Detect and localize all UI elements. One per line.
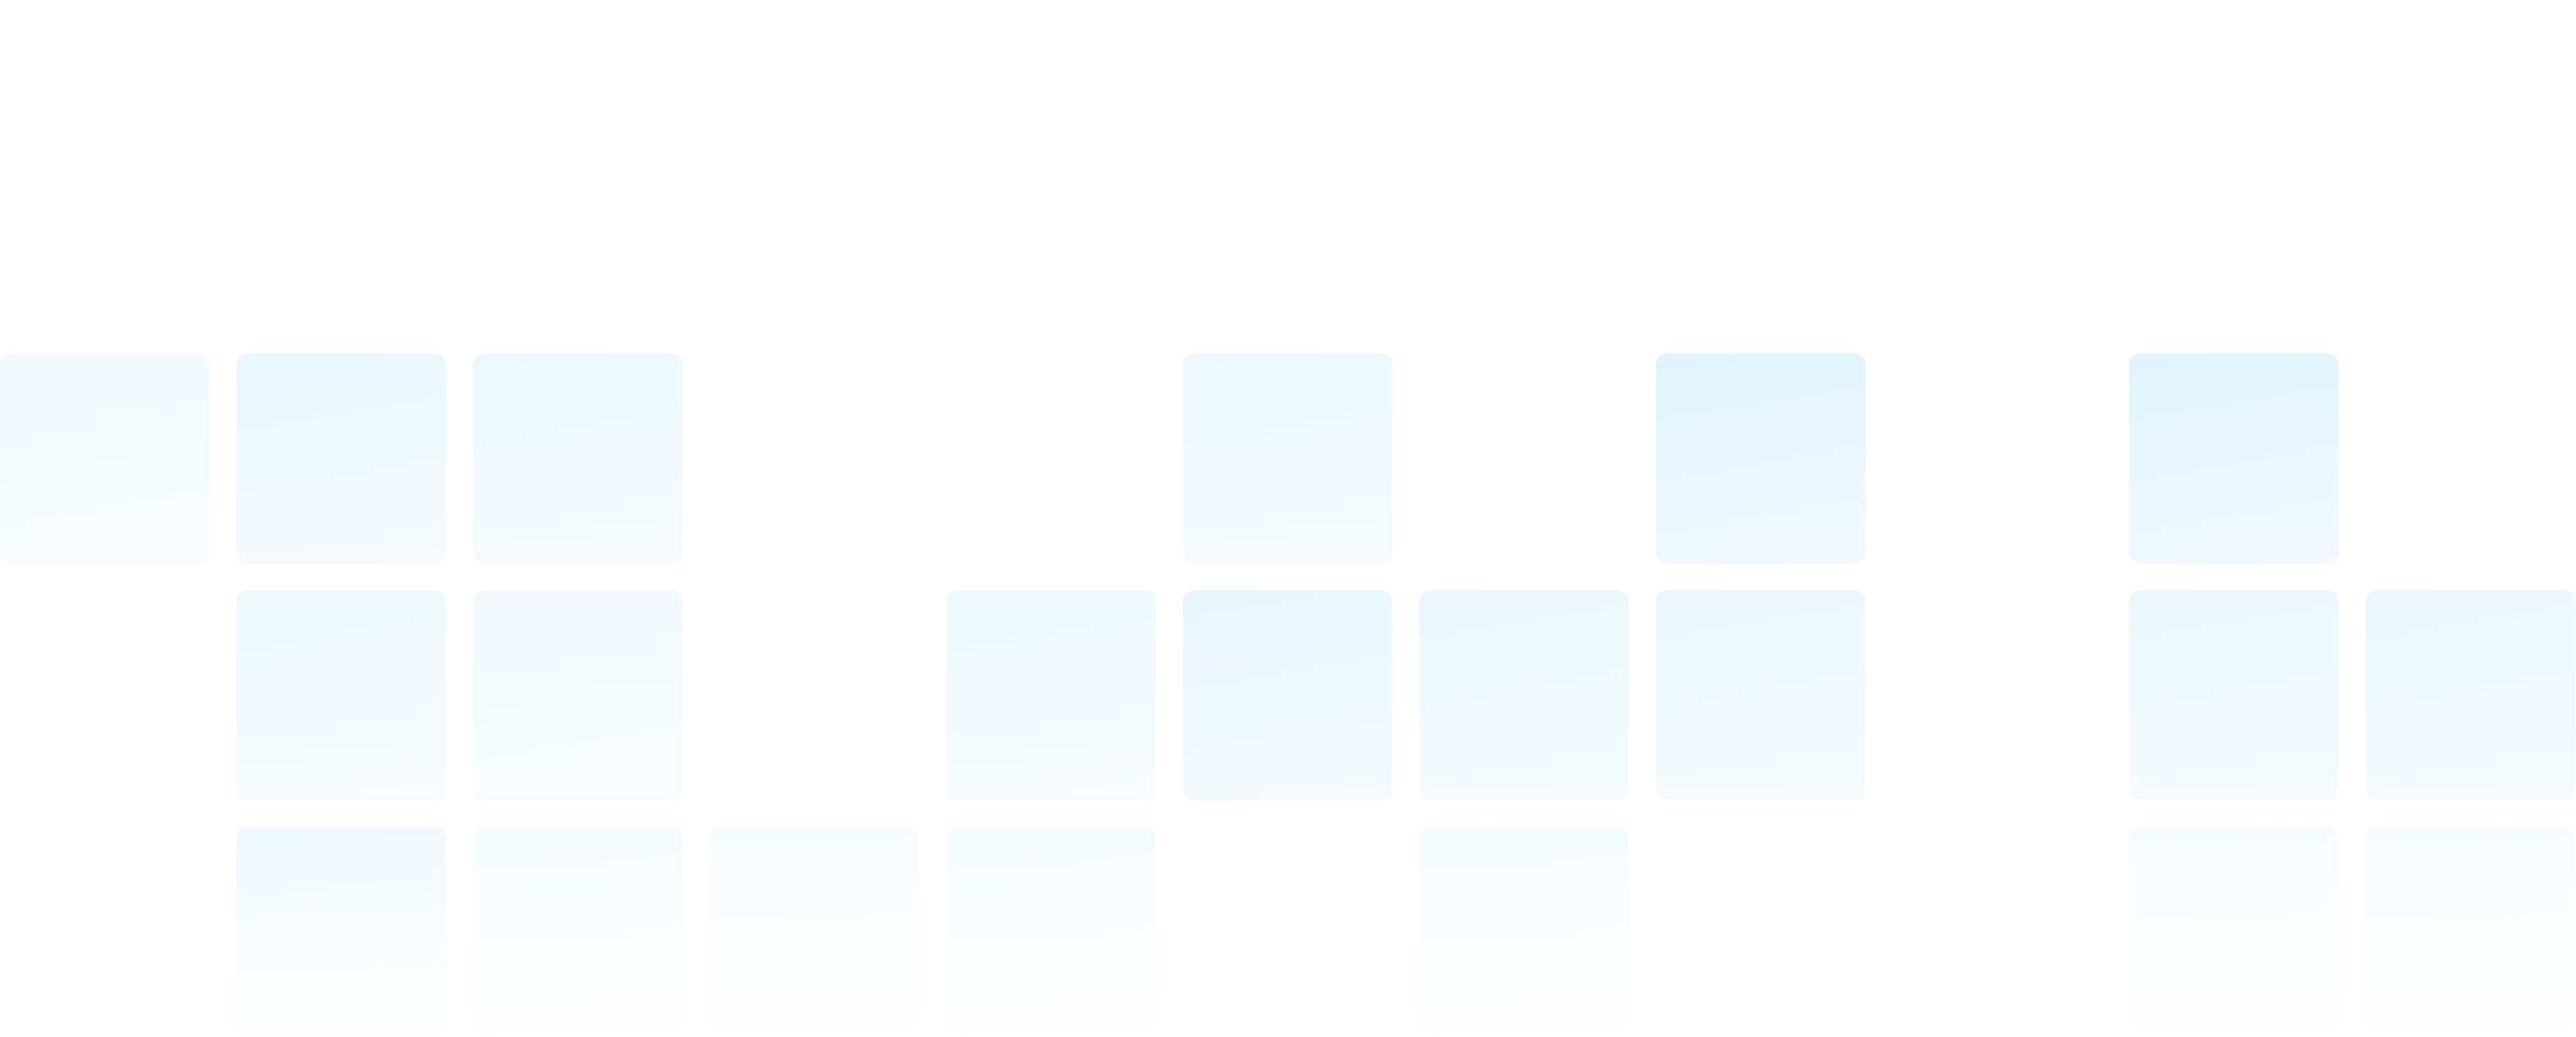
decorative-tile xyxy=(2129,827,2339,1037)
decorative-tile xyxy=(237,353,446,564)
decorative-tile xyxy=(0,353,209,564)
decorative-tile xyxy=(2129,590,2339,800)
decorative-tile xyxy=(473,590,683,800)
decorative-tile xyxy=(946,590,1156,800)
decorative-tile xyxy=(1183,590,1392,800)
decorative-tile xyxy=(1656,590,1865,800)
decorative-tile xyxy=(710,827,919,1037)
decorative-tile xyxy=(1419,590,1629,800)
decorative-tile xyxy=(473,827,683,1037)
decorative-tile xyxy=(1183,353,1392,564)
decorative-tile xyxy=(237,590,446,800)
decorative-tile xyxy=(1419,827,1629,1037)
decorative-tile xyxy=(946,827,1156,1037)
decorative-tile xyxy=(237,827,446,1037)
decorative-tile xyxy=(2366,590,2575,800)
decorative-tile xyxy=(2366,827,2575,1037)
decorative-tile xyxy=(2129,353,2339,564)
decorative-tile xyxy=(1656,353,1865,564)
decorative-tile xyxy=(473,353,683,564)
